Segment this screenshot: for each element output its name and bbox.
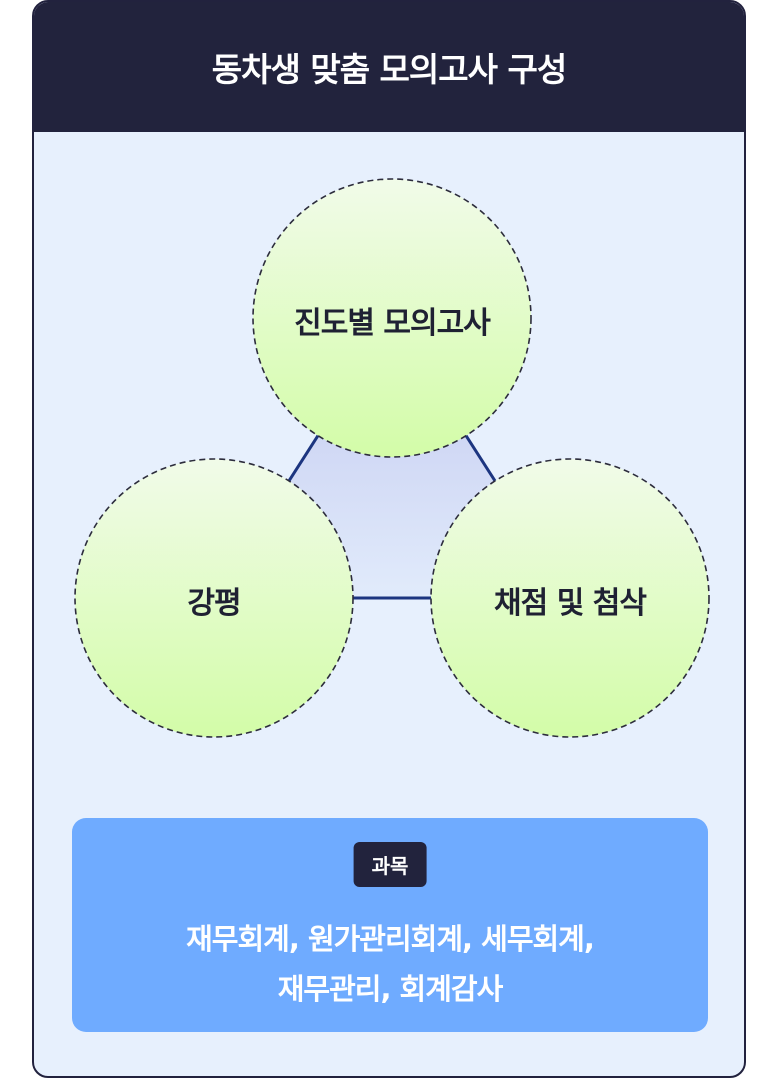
subjects-line-2: 재무관리, 회계감사 [277, 972, 504, 1006]
node-label-review: 강평 [187, 586, 241, 621]
cycle-diagram [74, 178, 710, 738]
node-circle-review [74, 458, 354, 738]
node-label-grading: 채점 및 첨삭 [494, 586, 647, 621]
subjects-line-1: 재무회계, 원가관리회계, 세무회계, [186, 922, 595, 956]
subjects-badge: 과목 [353, 842, 427, 887]
header-bar: 동차생 맞춤 모의고사 구성 [34, 2, 744, 132]
subjects-panel: 과목 재무회계, 원가관리회계, 세무회계, 재무관리, 회계감사 [72, 818, 708, 1032]
page-title: 동차생 맞춤 모의고사 구성 [211, 50, 567, 89]
node-circle-grading [430, 458, 710, 738]
node-circle-progress-mock-exam [252, 178, 532, 458]
composition-card: 동차생 맞춤 모의고사 구성 진도별 모의고사 강평 채점 및 첨삭 과목 재무… [32, 0, 746, 1078]
node-label-progress-mock-exam: 진도별 모의고사 [294, 306, 491, 341]
